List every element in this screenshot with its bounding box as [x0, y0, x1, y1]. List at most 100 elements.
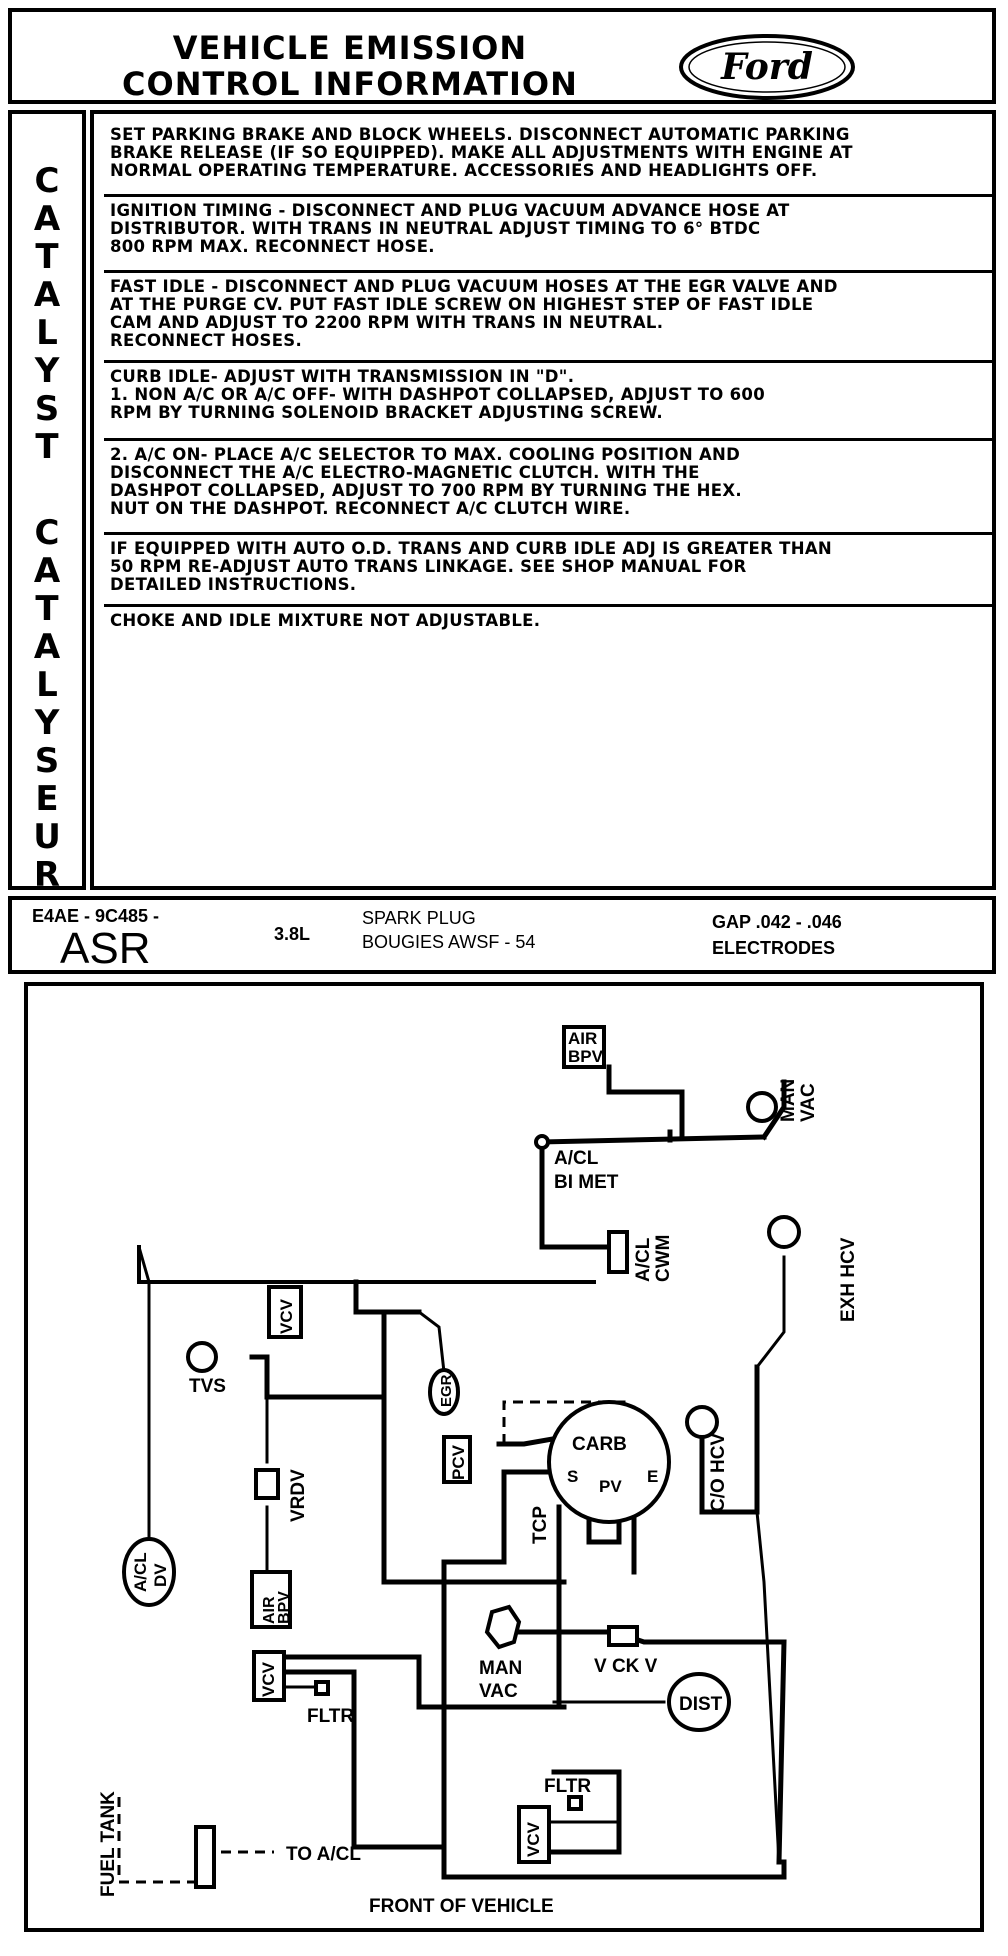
distributor	[667, 1672, 731, 1732]
man-vac-bottom-node	[484, 1604, 522, 1650]
part-code: ASR	[60, 924, 151, 973]
egr-valve	[428, 1368, 460, 1416]
letter: R	[33, 855, 61, 895]
letter: A	[33, 627, 61, 667]
label-vrdv: VRDV	[288, 1469, 309, 1522]
vckv-valve	[607, 1625, 639, 1647]
letter: C	[34, 161, 60, 201]
acl-cwm-body	[607, 1230, 629, 1274]
hose	[539, 1139, 617, 1250]
fltr-bottom	[567, 1795, 583, 1811]
carburetor	[547, 1400, 671, 1524]
letter: Y	[34, 703, 60, 743]
letter: A	[33, 199, 61, 239]
label-acl-cwm: CWM	[653, 1235, 674, 1282]
acl-dv-diaphragm	[122, 1537, 176, 1607]
label-fltr-left: FLTR	[307, 1706, 354, 1727]
hose	[699, 1364, 760, 1515]
label-pcv: PCV	[449, 1444, 468, 1480]
hose	[441, 1849, 787, 1880]
vcv-bottom-box	[517, 1805, 551, 1864]
instruction-curb-idle: CURB IDLE- ADJUST WITH TRANSMISSION IN "…	[110, 367, 765, 422]
label-exh-hcv: EXH HCV	[838, 1237, 859, 1322]
hose	[137, 1245, 596, 1284]
label-vcv-bottom: VCV	[524, 1821, 543, 1857]
letter: E	[35, 779, 59, 819]
letter: T	[35, 427, 59, 467]
label-fltr-bottom: FLTR	[544, 1776, 591, 1797]
air-bpv-top-box	[562, 1025, 606, 1069]
label-air-bpv-bottom: AIR	[261, 1596, 278, 1624]
catalyst-word: C A T A L Y S T	[12, 162, 82, 466]
divider	[104, 604, 994, 607]
hose	[539, 1134, 767, 1145]
letter: S	[34, 741, 60, 781]
hose	[546, 1769, 622, 1855]
spark-plug-label: SPARK PLUG	[362, 908, 476, 928]
label-carb-s: S	[567, 1467, 578, 1486]
ford-logo: Ford	[679, 34, 855, 100]
label-acl-dv: DV	[151, 1563, 170, 1587]
label-vcv-top: VCV	[277, 1298, 296, 1334]
label-egr: EGR	[438, 1374, 455, 1407]
engine-size: 3.8L	[274, 924, 311, 944]
letter: T	[35, 237, 59, 277]
acl-bimet-node	[534, 1134, 550, 1150]
tvs-node	[186, 1341, 218, 1373]
label-acl-cwm: A/CL	[633, 1237, 654, 1282]
label-front-of-vehicle: FRONT OF VEHICLE	[369, 1896, 554, 1917]
label-man-vac-top: MAN	[778, 1079, 799, 1122]
instruction-auto-od: IF EQUIPPED WITH AUTO O.D. TRANS AND CUR…	[110, 539, 832, 594]
letter: Y	[34, 351, 60, 391]
label-vcv-left: VCV	[259, 1661, 278, 1697]
fuel-tank-fitting	[194, 1825, 216, 1889]
label-carb: CARB	[572, 1434, 627, 1455]
co-hcv-node	[685, 1405, 719, 1439]
label-tcp: TCP	[530, 1506, 551, 1544]
hose	[381, 1309, 567, 1585]
vacuum-hoses	[137, 1064, 787, 1880]
hose	[249, 1354, 387, 1400]
side-label: C A T A L Y S T C A T A L Y S E U R	[8, 110, 86, 894]
label-dist: DIST	[679, 1694, 723, 1715]
hose	[281, 1654, 567, 1710]
label-vckv: V CK V	[594, 1656, 658, 1677]
spark-plug-value: BOUGIES AWSF - 54	[362, 932, 536, 952]
label-air-bpv-top: AIR	[568, 1029, 597, 1048]
label-man-vac-bottom: VAC	[479, 1681, 518, 1702]
exh-hcv-node	[767, 1215, 801, 1249]
gap-label: ELECTRODES	[712, 938, 836, 958]
divider	[104, 532, 994, 535]
hose	[137, 1245, 151, 1544]
vcv-left-box	[252, 1650, 286, 1702]
instruction-panel: SET PARKING BRAKE AND BLOCK WHEELS. DISC…	[90, 110, 996, 890]
hose	[441, 1469, 592, 1855]
letter: T	[35, 589, 59, 629]
label-to-acl: TO A/CL	[286, 1844, 361, 1865]
label-co-hcv: C/O HCV	[708, 1433, 729, 1513]
label-title: VEHICLE EMISSION CONTROL INFORMATION	[122, 29, 578, 103]
man-vac-top-node	[746, 1091, 778, 1123]
catalyseur-word: C A T A L Y S E U R	[12, 514, 82, 894]
dashed-lines	[117, 1400, 626, 1884]
diagram-labels: AIR BPV MAN VAC A/CL BI MET A/CL CWM EXH…	[98, 1029, 859, 1917]
dashed-hose	[117, 1797, 199, 1884]
spec-row: E4AE - 9C485 - ASR 3.8L SPARK PLUG BOUGI…	[8, 896, 996, 974]
label-carb-e: E	[647, 1467, 658, 1486]
part-prefix: E4AE - 9C485 -	[32, 906, 160, 926]
letter: U	[33, 817, 61, 857]
instruction-ac-on: 2. A/C ON- PLACE A/C SELECTOR TO MAX. CO…	[110, 445, 742, 518]
divider	[104, 194, 994, 197]
divider	[104, 270, 994, 273]
label-man-vac-bottom: MAN	[479, 1658, 522, 1679]
label-header: VEHICLE EMISSION CONTROL INFORMATION For…	[8, 8, 996, 104]
components	[122, 1025, 801, 1889]
hose	[606, 1064, 685, 1140]
hose	[353, 1279, 422, 1315]
diagram-frame	[24, 982, 984, 1932]
letter: C	[34, 513, 60, 553]
label-air-bpv-top: BPV	[568, 1047, 604, 1066]
dashed-hose	[502, 1400, 626, 1444]
vrdv-body	[254, 1468, 280, 1500]
